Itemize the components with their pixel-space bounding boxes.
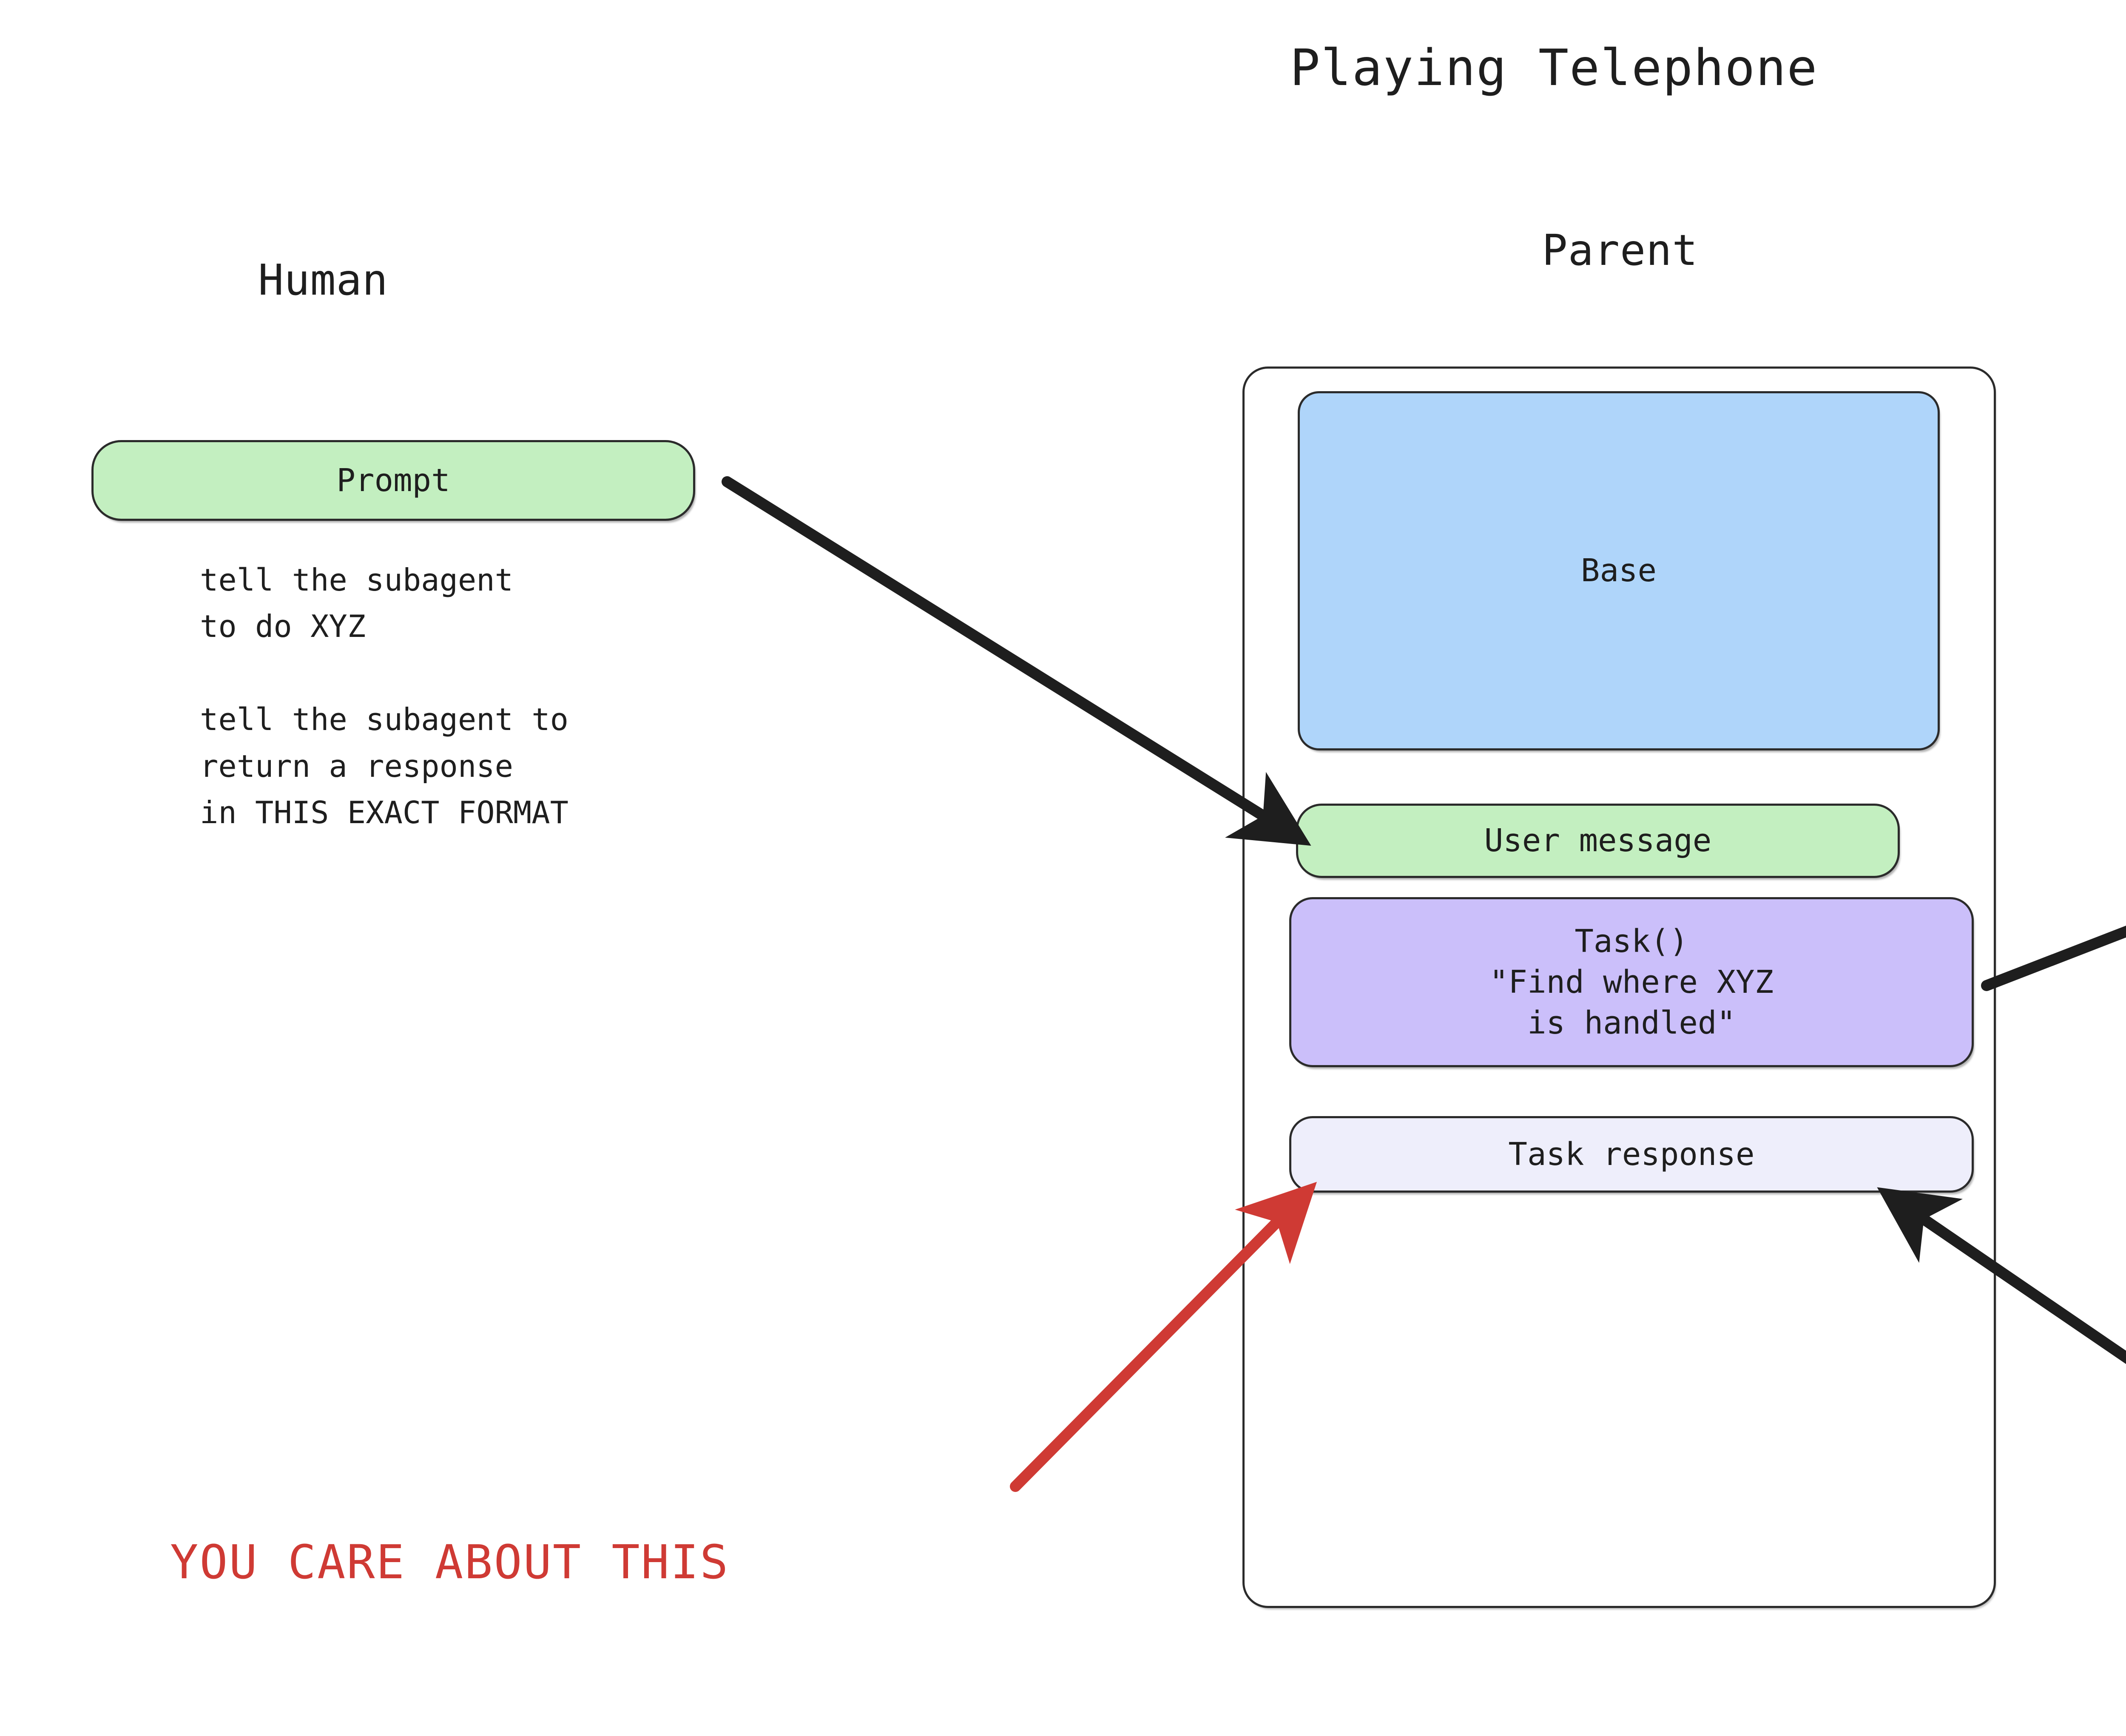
parent-base-block[interactable]: Base	[1298, 391, 1940, 750]
arrow-parent-task-to-child-user-message	[1981, 926, 2126, 991]
page-title: Playing Telephone	[1290, 38, 1818, 97]
parent-task-response-block[interactable]: Task response	[1289, 1116, 1974, 1193]
column-title-parent: Parent	[1542, 225, 1698, 275]
human-prompt-text: tell the subagent to do XYZ tell the sub…	[200, 562, 568, 831]
human-prompt-block[interactable]: Prompt	[91, 440, 695, 521]
red-callout-text: YOU CARE ABOUT THIS	[170, 1535, 730, 1589]
parent-task-call-block[interactable]: Task() "Find where XYZ is handled"	[1289, 897, 1974, 1067]
column-title-human: Human	[258, 255, 389, 305]
arrow-prompt-to-parent-user-message	[722, 476, 1311, 846]
parent-user-message-block[interactable]: User message	[1296, 804, 1900, 878]
